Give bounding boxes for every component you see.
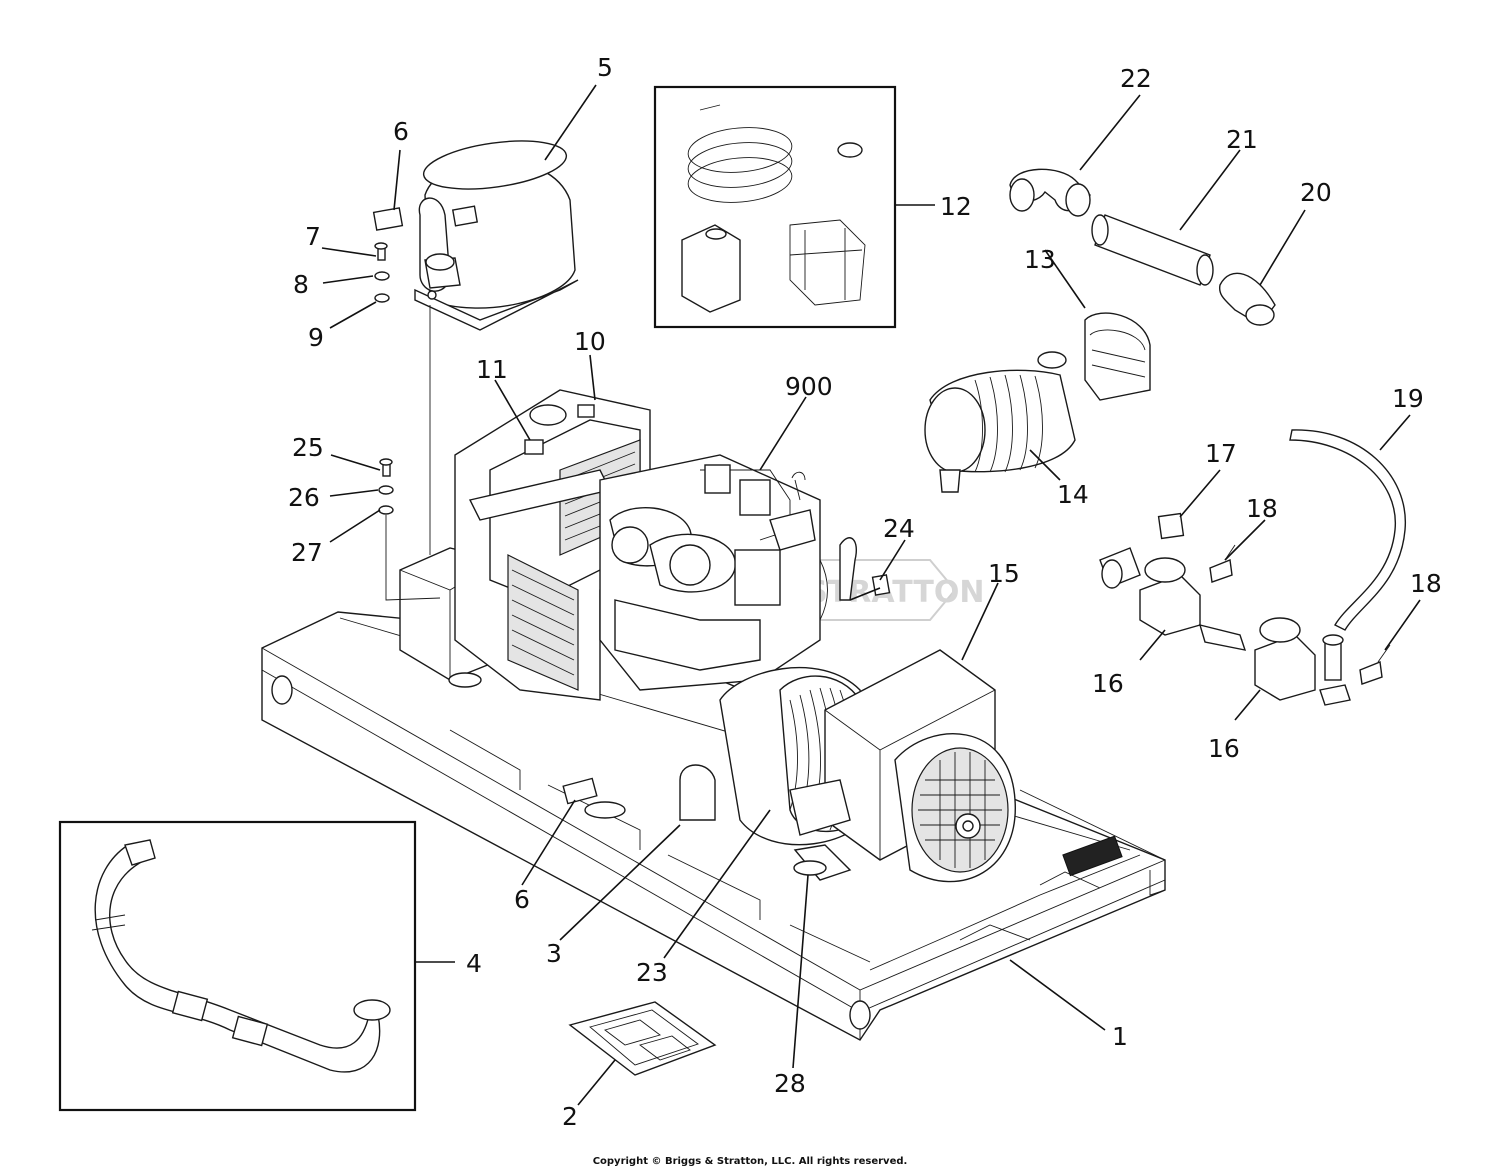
decal-6-upper — [372, 207, 404, 231]
callout-18-upper: 18 — [1246, 494, 1278, 523]
callout-26: 26 — [288, 483, 320, 512]
callout-16-left: 16 — [1092, 669, 1124, 698]
fuel-solenoid-17 — [1157, 512, 1185, 540]
callout-24: 24 — [883, 514, 915, 543]
shutoff-valves-18 — [1209, 544, 1391, 685]
callout-900: 900 — [785, 372, 833, 401]
callout-17: 17 — [1205, 439, 1237, 468]
intake-hose-21 — [1091, 214, 1214, 286]
air-cleaner-14 — [924, 351, 1076, 493]
callout-6-lower: 6 — [514, 885, 530, 914]
callout-9: 9 — [308, 323, 324, 352]
callout-12: 12 — [940, 192, 972, 221]
callout-4: 4 — [466, 949, 482, 978]
intake-elbow-22 — [1009, 168, 1091, 217]
callout-11: 11 — [476, 355, 508, 384]
callout-10: 10 — [574, 327, 606, 356]
copyright-notice: Copyright © Briggs & Stratton, LLC. All … — [592, 1156, 908, 1167]
callout-8: 8 — [293, 270, 309, 299]
callout-5: 5 — [597, 53, 613, 82]
callout-19: 19 — [1392, 384, 1424, 413]
callout-3: 3 — [546, 939, 562, 968]
fuel-regulator-16b — [1254, 617, 1316, 701]
callout-28: 28 — [774, 1069, 806, 1098]
callout-23: 23 — [636, 958, 668, 987]
battery-tray-2 — [568, 1001, 717, 1076]
callout-2: 2 — [562, 1102, 578, 1131]
air-cleaner-bracket-13 — [1084, 312, 1151, 401]
callout-15: 15 — [988, 559, 1020, 588]
callout-18-lower: 18 — [1410, 569, 1442, 598]
radiator — [454, 389, 651, 701]
callout-21: 21 — [1226, 125, 1258, 154]
engine — [599, 454, 857, 691]
callout-14: 14 — [1057, 480, 1089, 509]
callout-25: 25 — [292, 433, 324, 462]
decal-6-lower — [562, 777, 598, 805]
fasteners-upper — [374, 242, 390, 303]
callout-1: 1 — [1112, 1022, 1128, 1051]
leader-lines — [321, 84, 1421, 1106]
callout-13: 13 — [1024, 245, 1056, 274]
fuel-hose-19 — [1289, 429, 1406, 631]
callout-7: 7 — [305, 222, 321, 251]
callout-16-right: 16 — [1208, 734, 1240, 763]
kit-box-12 — [653, 85, 897, 329]
fuel-regulator-16a — [1099, 547, 1201, 636]
vibration-mounts — [448, 672, 827, 876]
callout-6-upper: 6 — [393, 117, 409, 146]
fuel-fittings — [1198, 624, 1351, 706]
callout-27: 27 — [291, 538, 323, 567]
callout-labels: 5 6 7 8 9 10 11 12 13 14 15 16 16 17 18 … — [288, 53, 1442, 1131]
alternator — [679, 649, 1016, 883]
callout-22: 22 — [1120, 64, 1152, 93]
intake-elbow-20 — [1218, 272, 1276, 326]
muffler — [414, 140, 579, 331]
callout-20: 20 — [1300, 178, 1332, 207]
exhaust-pipe-box-4 — [58, 820, 417, 1112]
